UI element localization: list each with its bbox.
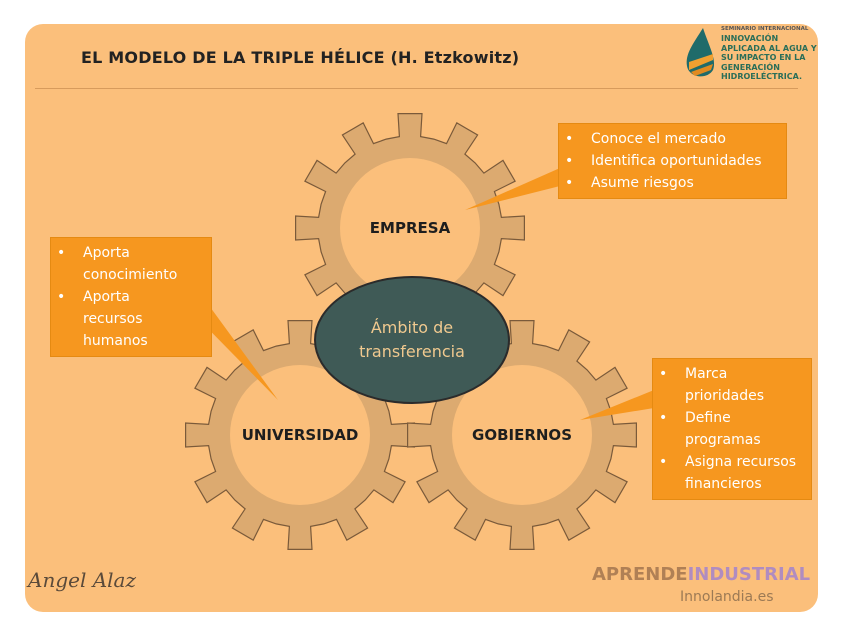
callout-item: Asigna recursos financieros (659, 451, 805, 495)
logo-subtitle: SEMINARIO INTERNACIONAL (721, 26, 809, 32)
callout-universidad: Aporta conocimiento Aporta recursos huma… (50, 237, 212, 357)
callout-item: Marca prioridades (659, 363, 805, 407)
brand-logo: APRENDEINDUSTRIAL (592, 564, 810, 586)
gear-hole-empresa (340, 158, 480, 298)
brand-part2: INDUSTRIAL (687, 564, 811, 585)
gear-label-gobiernos: GOBIERNOS (472, 426, 572, 444)
callout-item: Conoce el mercado (565, 128, 780, 150)
brand-part1: APRENDE (592, 564, 688, 585)
callout-item: Asume riesgos (565, 172, 780, 194)
callout-item: Aporta conocimiento (57, 242, 181, 286)
seminar-logo: SEMINARIO INTERNACIONAL INNOVACIÓN APLIC… (683, 26, 818, 88)
header-divider (35, 88, 798, 89)
gear-hole-universidad (230, 365, 370, 505)
gear-hole-gobiernos (452, 365, 592, 505)
gear-label-universidad: UNIVERSIDAD (241, 426, 359, 444)
callout-pointer-empresa (465, 168, 560, 210)
gear-label-empresa: EMPRESA (369, 219, 451, 237)
callout-item: Identifica oportunidades (565, 150, 780, 172)
transfer-label-line2: transferencia (359, 342, 465, 361)
callout-item: Aporta recursos humanos (57, 286, 181, 352)
callout-gobiernos: Marca prioridades Define programas Asign… (652, 358, 812, 500)
transfer-label: Ámbito de transferencia (359, 316, 465, 364)
slide-title: EL MODELO DE LA TRIPLE HÉLICE (H. Etzkow… (81, 48, 520, 67)
callout-pointer-gobiernos (580, 390, 654, 420)
logo-title: INNOVACIÓN APLICADA AL AGUA Y SU IMPACTO… (721, 34, 817, 81)
brand-site: Innolandia.es (680, 589, 774, 605)
callout-item: Define programas (659, 407, 805, 451)
signature: Angel Alaz (28, 568, 137, 592)
transfer-label-line1: Ámbito de (370, 318, 454, 337)
transfer-ellipse (314, 276, 510, 404)
callout-empresa: Conoce el mercado Identifica oportunidad… (558, 123, 787, 199)
water-drop-icon (686, 28, 715, 77)
